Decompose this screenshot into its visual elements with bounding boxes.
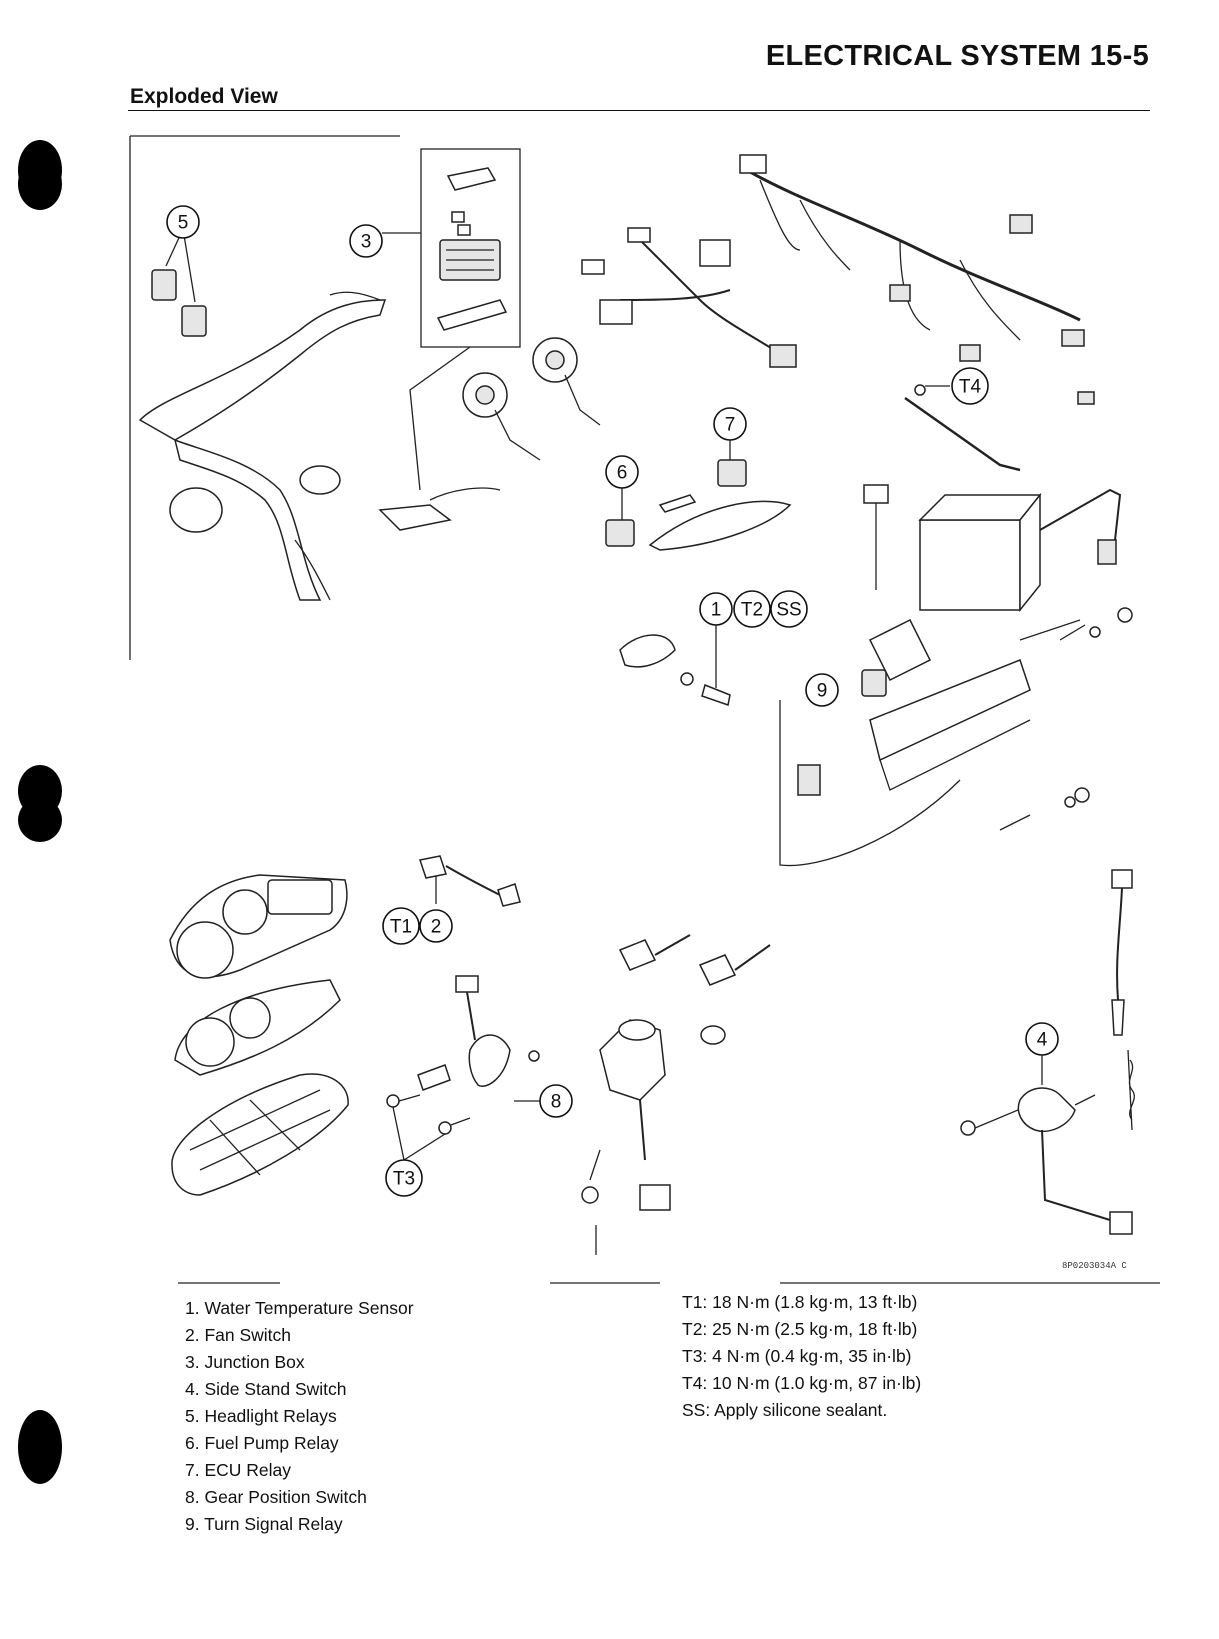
callout-t3: T3 bbox=[385, 1159, 423, 1197]
callout-t3-label: T3 bbox=[393, 1169, 415, 1190]
side-stand-switch bbox=[960, 1087, 1133, 1235]
callout-t4: T4 bbox=[951, 367, 989, 405]
legend-item: 8. Gear Position Switch bbox=[185, 1487, 367, 1507]
legend-item: 1. Water Temperature Sensor bbox=[185, 1298, 414, 1318]
parts-legend: 1. Water Temperature Sensor 2. Fan Switc… bbox=[185, 1295, 414, 1538]
callout-2-label: 2 bbox=[431, 917, 442, 938]
legend-item: 7. ECU Relay bbox=[185, 1460, 292, 1480]
torque-item: T2: 25 N·m (2.5 kg·m, 18 ft·lb) bbox=[682, 1319, 918, 1339]
gear-position-switch bbox=[417, 975, 540, 1091]
headlight-relay-a bbox=[151, 269, 177, 301]
horn-left bbox=[462, 372, 541, 461]
headlight-relay-b bbox=[181, 305, 207, 337]
callout-5: 5 bbox=[166, 205, 200, 239]
callout-t1-label: T1 bbox=[390, 917, 412, 938]
ignition-key-a bbox=[618, 934, 691, 971]
relay-bracket bbox=[378, 487, 501, 531]
callout-ss-label: SS bbox=[776, 600, 801, 621]
battery-strap bbox=[1039, 488, 1122, 565]
section-title: Exploded View bbox=[130, 85, 278, 108]
legend-item: 4. Side Stand Switch bbox=[185, 1379, 347, 1399]
torque-item: T1: 18 N·m (1.8 kg·m, 13 ft·lb) bbox=[682, 1292, 918, 1312]
side-stand-lead bbox=[1111, 869, 1135, 1131]
leader-line bbox=[392, 1106, 446, 1161]
callout-3-label: 3 bbox=[361, 232, 372, 253]
legend-item: 5. Headlight Relays bbox=[185, 1406, 337, 1426]
torque-item: SS: Apply silicone sealant. bbox=[682, 1400, 888, 1420]
binder-hole bbox=[18, 158, 62, 210]
callout-3: 3 bbox=[349, 224, 383, 258]
callout-t1: T1 bbox=[382, 907, 420, 945]
battery-case bbox=[868, 618, 1081, 791]
relay-plate bbox=[648, 494, 792, 551]
front-fairing-bracket bbox=[138, 291, 387, 601]
torque-item: T3: 4 N·m (0.4 kg·m, 35 in·lb) bbox=[682, 1346, 912, 1366]
callout-1: 1 bbox=[699, 592, 733, 626]
junction-box-frame bbox=[420, 148, 521, 348]
battery-cable bbox=[904, 384, 1021, 472]
callout-9-label: 9 bbox=[817, 681, 828, 702]
ecu-relay bbox=[717, 459, 747, 487]
callout-6: 6 bbox=[605, 455, 639, 489]
turn-signal-relay bbox=[861, 669, 887, 697]
callout-1-label: 1 bbox=[711, 600, 722, 621]
callout-6-label: 6 bbox=[617, 463, 628, 484]
torque-item: T4: 10 N·m (1.0 kg·m, 87 in·lb) bbox=[682, 1373, 922, 1393]
battery-lead bbox=[779, 484, 961, 867]
callout-8: 8 bbox=[539, 1084, 573, 1118]
main-wiring-harness bbox=[581, 154, 1095, 405]
meter-assembly bbox=[169, 874, 349, 1196]
page-header-title: ELECTRICAL SYSTEM 15-5 bbox=[765, 40, 1149, 72]
ignition-switch bbox=[581, 1019, 671, 1255]
water-temperature-sensor bbox=[619, 634, 731, 706]
callout-2: 2 bbox=[419, 909, 453, 943]
legend-item: 3. Junction Box bbox=[185, 1352, 305, 1372]
exploded-view-diagram: 5 3 T4 7 6 1 T2 SS 9 T1 2 4 8 T3 8P02030… bbox=[129, 135, 1160, 1284]
callout-ss: SS bbox=[770, 590, 808, 628]
key-cap bbox=[700, 1025, 726, 1045]
callout-7-label: 7 bbox=[725, 415, 736, 436]
legend-item: 6. Fuel Pump Relay bbox=[185, 1433, 339, 1453]
callout-t4-label: T4 bbox=[959, 377, 982, 398]
callout-8-label: 8 bbox=[551, 1092, 562, 1113]
legend-item: 2. Fan Switch bbox=[185, 1325, 292, 1345]
fan-switch bbox=[419, 855, 521, 907]
figure-code: 8P0203034A C bbox=[1062, 1261, 1127, 1271]
callout-7: 7 bbox=[713, 407, 747, 441]
callout-4: 4 bbox=[1025, 1022, 1059, 1056]
binder-hole bbox=[18, 798, 62, 842]
legend-item: 9. Turn Signal Relay bbox=[185, 1514, 343, 1534]
fuel-pump-relay bbox=[605, 519, 635, 547]
fasteners bbox=[999, 607, 1133, 831]
callout-t2: T2 bbox=[733, 590, 771, 628]
callout-5-label: 5 bbox=[178, 213, 189, 234]
horn-right bbox=[532, 337, 601, 426]
leader-line bbox=[409, 346, 471, 491]
binder-hole bbox=[18, 1410, 62, 1484]
ignition-key-b bbox=[698, 944, 771, 986]
battery bbox=[918, 492, 1042, 613]
callout-t2-label: T2 bbox=[741, 600, 763, 621]
callout-9: 9 bbox=[805, 673, 839, 707]
screws-t3 bbox=[386, 1094, 471, 1135]
header-rule bbox=[128, 110, 1150, 111]
junction-box bbox=[436, 167, 508, 331]
torque-specs: T1: 18 N·m (1.8 kg·m, 13 ft·lb) T2: 25 N… bbox=[682, 1289, 921, 1424]
callout-4-label: 4 bbox=[1037, 1030, 1048, 1051]
